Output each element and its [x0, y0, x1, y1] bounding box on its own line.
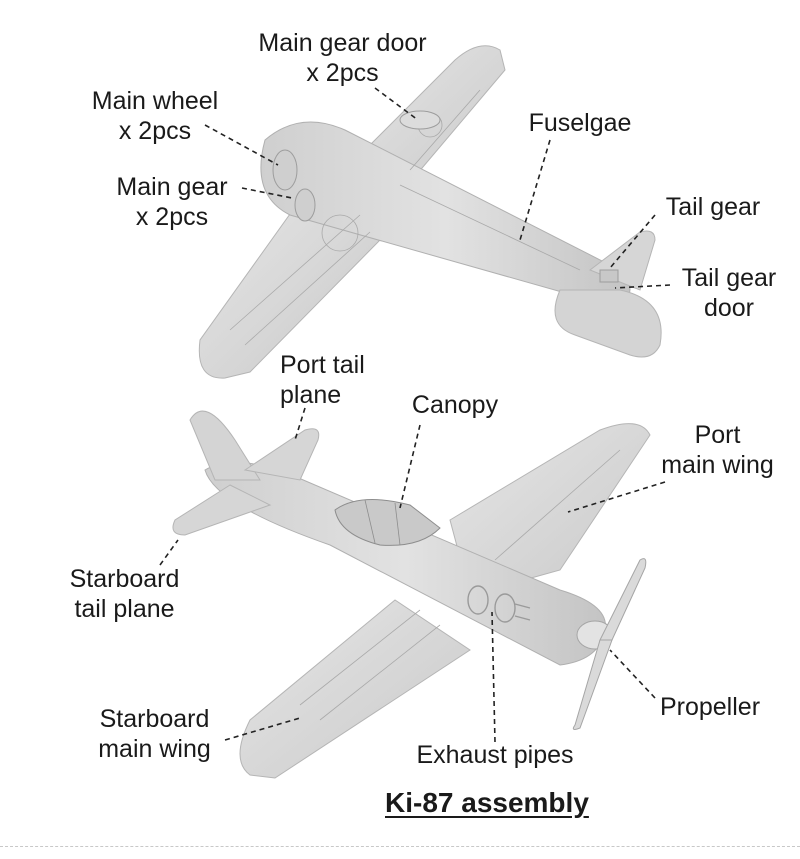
label-line: door [703, 294, 755, 322]
label-starboard-main-wing: Starboard main wing [82, 704, 227, 764]
label-line: Tail gear [681, 264, 777, 292]
label-line: tail plane [74, 595, 175, 623]
label-port-tail-plane: Port tail plane [280, 350, 390, 410]
label-line: Propeller [659, 693, 761, 721]
label-line: Starboard [69, 565, 180, 593]
label-line: Main gear door [258, 29, 427, 57]
label-canopy: Canopy [400, 390, 510, 420]
bottom-aircraft-top [172, 410, 651, 779]
label-tail-gear-door: Tail gear door [668, 263, 790, 323]
label-line: Port tail [280, 351, 365, 379]
label-fuselage: Fuselgae [515, 108, 645, 138]
leader-lines [159, 87, 671, 743]
label-line: Canopy [411, 391, 499, 419]
label-line: plane [280, 381, 342, 409]
label-line: x 2pcs [135, 203, 209, 231]
canopy [334, 499, 441, 546]
label-exhaust-pipes: Exhaust pipes [395, 740, 595, 770]
label-line: x 2pcs [118, 117, 192, 145]
label-main-gear-door: Main gear door x 2pcs [240, 28, 445, 88]
top-aircraft-underside [198, 45, 662, 379]
label-line: Port [694, 421, 741, 449]
label-line: main wing [98, 735, 211, 763]
starboard-tail-plane [172, 484, 272, 536]
divider [0, 846, 800, 847]
port-main-wing [449, 423, 651, 596]
starboard-main-wing [239, 599, 471, 779]
label-line: Main wheel [91, 87, 219, 115]
label-tail-gear: Tail gear [652, 192, 774, 222]
label-propeller: Propeller [645, 692, 775, 722]
label-line: Fuselgae [528, 109, 632, 137]
propeller [572, 558, 647, 730]
label-line: Main gear [116, 173, 228, 201]
label-line: main wing [661, 451, 774, 479]
port-tail-plane [243, 428, 320, 481]
label-starboard-tail-plane: Starboard tail plane [52, 564, 197, 624]
label-main-gear: Main gear x 2pcs [98, 172, 246, 232]
label-line: Exhaust pipes [416, 741, 574, 769]
diagram-title: Ki-87 assembly [385, 787, 589, 818]
top-tail-plane [554, 289, 662, 358]
top-wing-left [198, 199, 381, 379]
label-line: Starboard [99, 705, 210, 733]
label-line: Tail gear [665, 193, 761, 221]
label-line: x 2pcs [306, 59, 379, 87]
label-main-wheel: Main wheel x 2pcs [75, 86, 235, 146]
label-port-main-wing: Port main wing [645, 420, 790, 480]
